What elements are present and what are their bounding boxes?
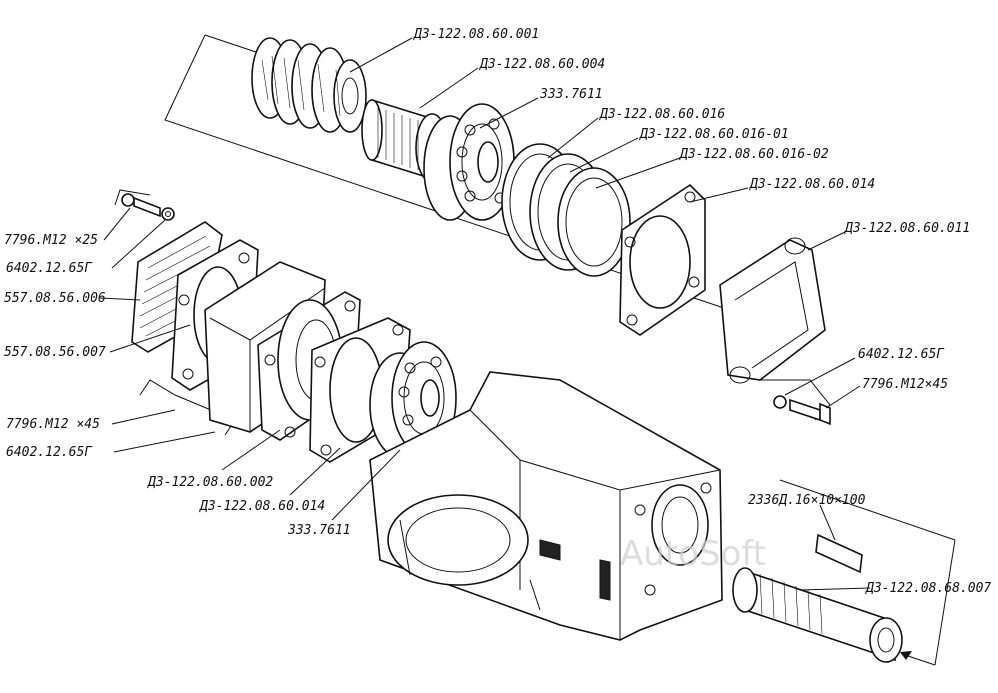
- label-washer-left-top: 6402.12.65Г: [6, 261, 93, 276]
- label-shaft-small: ДЗ-122.08.60.001: [413, 27, 539, 42]
- label-cover-006: 557.08.56.006: [4, 291, 106, 306]
- ring-016-part: [501, 143, 631, 277]
- label-bolt-left-bottom: 7796.М12 ×45: [6, 417, 100, 432]
- bolt-right-part: [773, 395, 831, 426]
- label-washer-left-bottom: 6402.12.65Г: [6, 445, 93, 460]
- label-bearing-bottom: 333.7611: [287, 523, 351, 538]
- shaft-small-part: [251, 37, 367, 133]
- bolt-left-top-part: [121, 193, 175, 221]
- main-casing-part: [369, 371, 723, 641]
- label-cup-002: ДЗ-122.08.60.002: [147, 475, 273, 490]
- label-key: 2336Д.16×10×100: [748, 493, 866, 508]
- cover-011-part: [719, 237, 826, 384]
- key-part: [815, 533, 863, 574]
- label-bolt-left-top: 7796.М12 ×25: [4, 233, 98, 248]
- bearing-top-part: [423, 103, 515, 221]
- gasket-014-top-part: [619, 183, 706, 336]
- label-gasket-016: ДЗ-122.08.60.016: [599, 107, 725, 122]
- leader-lines: [99, 37, 871, 591]
- label-shaft-007: ДЗ-122.08.68.007: [865, 581, 991, 596]
- label-gasket-014-bottom: ДЗ-122.08.60.014: [199, 499, 325, 514]
- label-bearing-top: 333.7611: [539, 87, 603, 102]
- label-gasket-014-top: ДЗ-122.08.60.014: [749, 177, 875, 192]
- label-bolt-right: 7796.М12×45: [862, 377, 948, 392]
- label-washer-right: 6402.12.65Г: [858, 347, 945, 362]
- label-cover-011: ДЗ-122.08.60.011: [844, 221, 970, 236]
- watermark-text: AutoSoft: [620, 534, 766, 574]
- label-sleeve: ДЗ-122.08.60.004: [479, 57, 605, 72]
- label-gasket-007: 557.08.56.007: [4, 345, 106, 360]
- shaft-007-part: [732, 567, 903, 663]
- label-gasket-016-02: ДЗ-122.08.60.016-02: [679, 147, 829, 162]
- label-gasket-016-01: ДЗ-122.08.60.016-01: [639, 127, 789, 142]
